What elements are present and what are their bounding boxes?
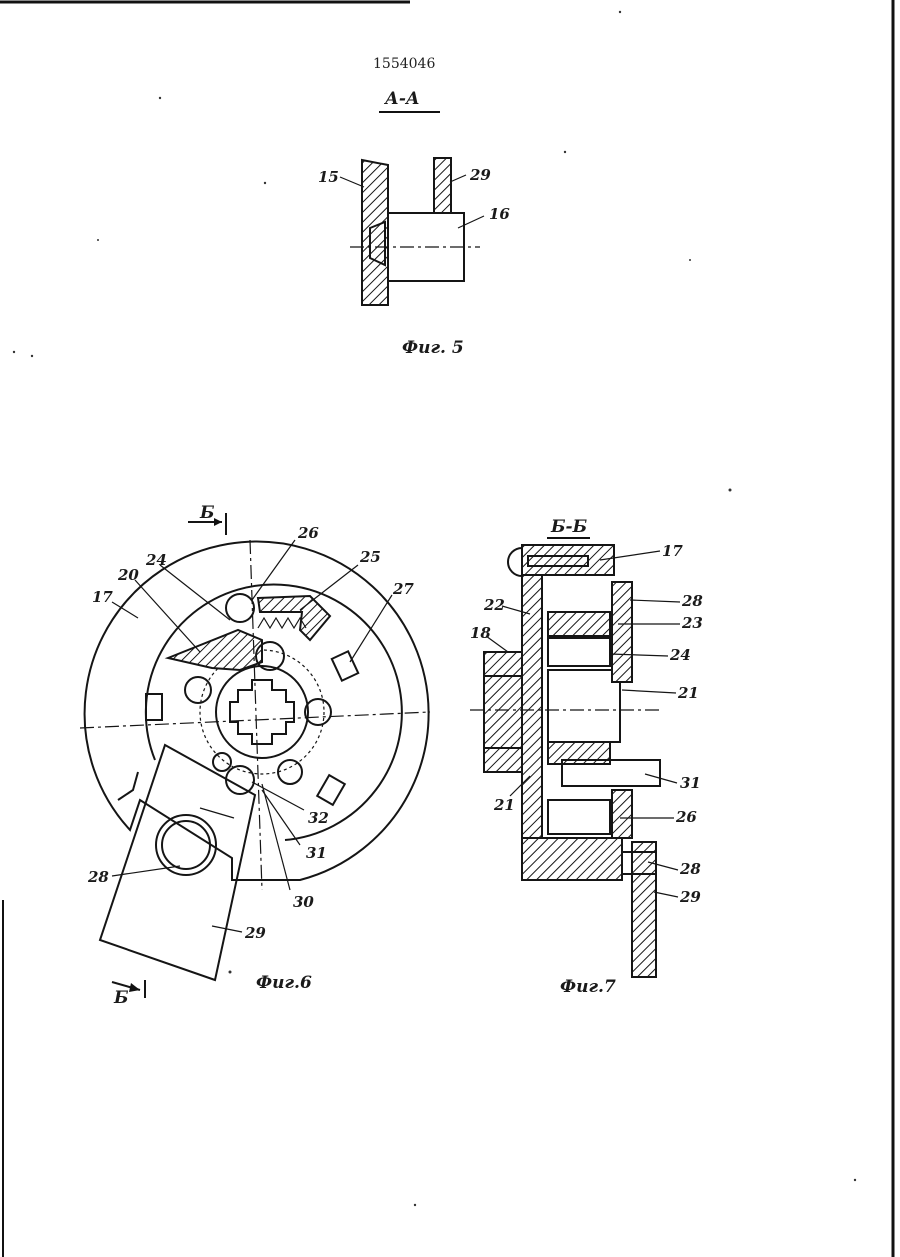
fig6-label-29: 29 xyxy=(244,924,266,942)
fig5-label-16: 16 xyxy=(489,205,510,223)
fig6-inner-disc xyxy=(146,584,402,840)
fig7-base xyxy=(522,838,622,880)
fig6-arrowhead-bottom xyxy=(129,983,140,992)
fig6-leader-25 xyxy=(300,565,358,610)
fig7-screw-head xyxy=(508,548,522,576)
figure-5: 15 29 16 Фиг. 5 xyxy=(318,158,510,358)
fig6-label-26: 26 xyxy=(297,524,319,542)
fig6-leader-26 xyxy=(252,540,295,600)
fig7-leader-29 xyxy=(654,892,678,897)
fig6-arrowhead-top xyxy=(214,518,222,526)
fig6-pawl-20 xyxy=(168,630,262,670)
fig6-lever-inner-line xyxy=(200,808,234,818)
fig7-label-26: 26 xyxy=(675,808,697,826)
fig6-part-28-outer xyxy=(156,815,216,875)
fig6-spring-housing-25 xyxy=(258,596,330,640)
fig6-part-24-pin xyxy=(226,594,254,622)
fig5-label-15: 15 xyxy=(318,168,339,186)
fig7-label-17: 17 xyxy=(662,542,683,560)
fig7-label-31: 31 xyxy=(680,774,701,792)
fig5-leader-29 xyxy=(450,175,466,182)
fig5-caption: Фиг. 5 xyxy=(402,338,464,358)
fig5-part-29-bar xyxy=(434,158,451,213)
fig6-label-25: 25 xyxy=(359,548,381,566)
fig7-label-18: 18 xyxy=(470,624,491,642)
fig7-spline-21 xyxy=(548,670,620,742)
document-number: 1554046 xyxy=(373,56,435,72)
fig6-pin-left xyxy=(185,677,211,703)
fig7-label-23: 23 xyxy=(681,614,703,632)
fig7-roller-24 xyxy=(548,638,610,666)
fig7-label-29: 29 xyxy=(679,888,701,906)
fig7-caption: Фиг.7 xyxy=(560,977,616,997)
fig6-label-17: 17 xyxy=(92,588,113,606)
fig7-hub-18 xyxy=(484,652,522,772)
fig7-right-plate-lower xyxy=(612,790,632,838)
fig7-label-28-bottom: 28 xyxy=(679,860,701,878)
fig7-lever-29 xyxy=(632,842,656,977)
fig6-label-27: 27 xyxy=(392,580,414,598)
fig6-leader-32 xyxy=(252,782,304,810)
fig6-label-32: 32 xyxy=(308,809,329,827)
fig6-vertical-centerline xyxy=(250,540,262,890)
fig6-horizontal-centerline xyxy=(80,712,430,728)
fig6-label-31: 31 xyxy=(306,844,327,862)
fig7-label-28-top: 28 xyxy=(681,592,703,610)
section-bb-title: Б-Б xyxy=(550,517,588,537)
fig7-leader-21-right xyxy=(622,690,676,693)
fig7-label-21-right: 21 xyxy=(677,684,699,702)
fig6-arrow-label-bottom: Б xyxy=(113,988,129,1008)
fig5-leader-15 xyxy=(340,177,364,187)
fig7-label-24: 24 xyxy=(669,646,691,664)
fig7-roller-26 xyxy=(548,800,610,834)
fig6-arrow-label-top: Б xyxy=(199,503,215,523)
fig7-label-22: 22 xyxy=(483,596,505,614)
fig6-stop-left xyxy=(146,694,162,720)
fig6-part-32-roller xyxy=(226,766,254,794)
fig7-leader-28-top xyxy=(630,600,680,602)
fig6-label-24: 24 xyxy=(145,551,167,569)
fig5-leader-16 xyxy=(458,216,484,228)
fig7-label-21-left: 21 xyxy=(493,796,515,814)
fig6-outer-notch xyxy=(118,772,138,800)
fig6-stop-lower xyxy=(317,775,345,805)
fig6-caption: Фиг.6 xyxy=(256,973,312,993)
fig5-label-29: 29 xyxy=(469,166,491,184)
section-aa-title: А-А xyxy=(383,89,420,109)
fig6-label-28: 28 xyxy=(87,868,109,886)
figure-7: Б-Б xyxy=(470,517,703,997)
fig6-pin-bottom-right xyxy=(278,760,302,784)
fig6-splined-bore xyxy=(230,680,294,744)
figure-6: Б xyxy=(80,503,430,1008)
fig6-label-20: 20 xyxy=(117,566,139,584)
fig7-wall-22 xyxy=(522,575,542,880)
fig7-roller-23 xyxy=(548,612,610,636)
fig6-label-30: 30 xyxy=(293,893,314,911)
fig7-right-plate xyxy=(612,582,632,682)
fig6-spring-coil xyxy=(258,618,306,628)
fig6-pin-bottom-left xyxy=(213,753,231,771)
